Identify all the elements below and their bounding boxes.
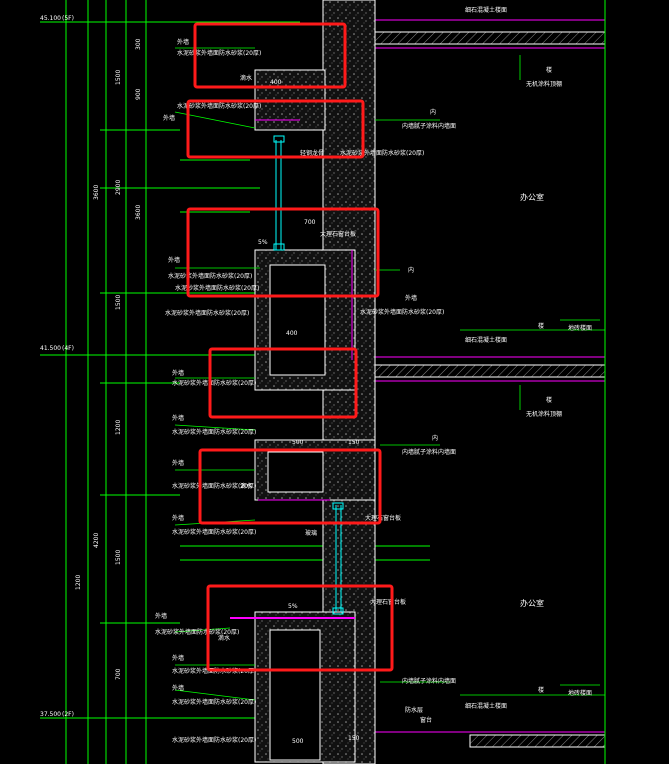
label-sill: 水泥砂浆外墙面防水砂浆(20厚) xyxy=(340,149,424,157)
dim-value: 3600 xyxy=(135,205,142,220)
label-stone-sill: 大理石窗台板 xyxy=(320,230,356,238)
dim-value: 150 xyxy=(348,735,360,742)
dim-value: 400 xyxy=(286,330,298,337)
label-stone-sill: 大理石窗台板 xyxy=(370,598,406,606)
label-ceiling: 无机涂料顶棚 xyxy=(526,80,562,88)
label-inner: 内 xyxy=(408,266,414,274)
label-outer: 外墙 xyxy=(168,256,180,264)
level-ref: (5F) xyxy=(62,15,74,22)
label-sill: 水泥砂浆外墙面防水砂浆(20厚) xyxy=(360,308,444,316)
level-markers: 45.100 (5F) 41.500 (4F) 37.500 (2F) xyxy=(40,15,74,718)
dim-value: 1200 xyxy=(75,575,82,590)
label-inner-finish: 内墙腻子涂料内墙面 xyxy=(402,677,456,685)
label-drip: 滴水 xyxy=(240,482,252,490)
level-lines xyxy=(40,21,430,719)
label-sill: 水泥砂浆外墙面防水砂浆(20厚) xyxy=(172,698,256,706)
room-label: 办公室 xyxy=(520,598,544,608)
floor-slab xyxy=(355,0,606,764)
label-membrane: 防水层 xyxy=(405,706,423,714)
dim-value: 500 xyxy=(292,738,304,745)
wall-column xyxy=(230,0,376,764)
label-outer: 外墙 xyxy=(172,514,184,522)
highlight-box xyxy=(193,22,347,89)
dim-value: 1500 xyxy=(115,550,122,565)
label-strip-window: 窗台 xyxy=(420,716,432,724)
leader-lines xyxy=(174,47,605,701)
dim-value: 900 xyxy=(135,88,142,100)
label-light-steel: 轻钢龙骨 xyxy=(300,149,324,157)
label-window: 玻璃 xyxy=(305,529,317,537)
label-outer: 外墙 xyxy=(405,294,417,302)
label-outer: 外墙 xyxy=(177,38,189,46)
dim-value: 500 xyxy=(292,439,304,446)
label-sill: 水泥砂浆外墙面防水砂浆(20厚) xyxy=(155,628,239,636)
annotations: 外墙 水泥砂浆外墙面防水砂浆(20厚) 滴水 水泥砂浆外墙面防水砂浆(20厚) … xyxy=(155,6,592,744)
label-floor: 楼 xyxy=(546,66,552,74)
label-sill: 水泥砂浆外墙面防水砂浆(20厚) xyxy=(172,428,256,436)
label-sill: 水泥砂浆外墙面防水砂浆(20厚) xyxy=(177,102,261,110)
highlight-box xyxy=(186,99,365,159)
label-fine-stone: 细石混凝土楼面 xyxy=(465,6,507,14)
dim-value: 4200 xyxy=(93,533,100,548)
dim-value: 1500 xyxy=(115,295,122,310)
dimension-lines xyxy=(65,0,147,764)
label-sill: 水泥砂浆外墙面防水砂浆(20厚) xyxy=(172,379,256,387)
label-sill: 水泥砂浆外墙面防水砂浆(20厚) xyxy=(172,528,256,536)
level-label: 45.100 xyxy=(40,15,61,22)
dim-value: 2900 xyxy=(115,180,122,195)
highlight-box xyxy=(206,584,394,672)
level-label: 37.500 xyxy=(40,711,61,718)
label-outer: 外墙 xyxy=(172,654,184,662)
level-ref: (4F) xyxy=(62,345,74,352)
highlight-box xyxy=(186,207,380,298)
label-ceiling: 无机涂料顶棚 xyxy=(526,410,562,418)
label-interior-floor: 地砖楼面 xyxy=(568,689,592,697)
highlight-box xyxy=(208,347,358,419)
label-outer: 外墙 xyxy=(172,369,184,377)
label-outer: 外墙 xyxy=(172,414,184,422)
label-sill: 水泥砂浆外墙面防水砂浆(20厚) xyxy=(172,736,256,744)
dim-value: 400 xyxy=(270,79,282,86)
label-drip: 滴水 xyxy=(218,634,230,642)
label-interior-floor: 地砖楼面 xyxy=(568,324,592,332)
label-inner: 内 xyxy=(432,434,438,442)
room-label: 办公室 xyxy=(520,192,544,202)
label-sill: 水泥砂浆外墙面防水砂浆(20厚) xyxy=(175,284,259,292)
label-outer: 外墙 xyxy=(155,612,167,620)
label-stone-sill: 大理石窗台板 xyxy=(365,514,401,522)
level-label: 41.500 xyxy=(40,345,61,352)
dim-value: 300 xyxy=(135,38,142,50)
label-sill: 水泥砂浆外墙面防水砂浆(20厚) xyxy=(165,309,249,317)
label-sill: 水泥砂浆外墙面防水砂浆(20厚) xyxy=(172,482,256,490)
label-inner-finish: 内墙腻子涂料内墙面 xyxy=(402,122,456,130)
dim-value: 1200 xyxy=(115,420,122,435)
label-fine-stone: 细石混凝土楼面 xyxy=(465,336,507,344)
label-floor: 楼 xyxy=(538,322,544,330)
label-outer: 外墙 xyxy=(172,459,184,467)
dim-value: 700 xyxy=(115,668,122,680)
level-ref: (2F) xyxy=(62,711,74,718)
label-inner-finish: 内墙腻子涂料内墙面 xyxy=(402,448,456,456)
dim-value: 1500 xyxy=(115,70,122,85)
dim-value: 150 xyxy=(348,439,360,446)
small-dimensions: 400 400 500 500 150 150 700 xyxy=(270,79,360,745)
label-sill: 水泥砂浆外墙面防水砂浆(20厚) xyxy=(168,272,252,280)
label-outer: 外墙 xyxy=(163,114,175,122)
dimension-values: 3600 4200 1200 1500 2900 1500 1200 1500 … xyxy=(75,38,142,680)
label-slope: 5% xyxy=(288,603,298,610)
label-fine-stone: 细石混凝土楼面 xyxy=(465,702,507,710)
label-outer: 外墙 xyxy=(172,684,184,692)
highlight-box xyxy=(198,448,382,525)
label-inner: 内 xyxy=(430,108,436,116)
dim-value: 700 xyxy=(304,219,316,226)
dim-value: 3600 xyxy=(93,185,100,200)
label-drip: 滴水 xyxy=(240,74,252,82)
highlight-boxes xyxy=(186,22,394,672)
label-floor: 楼 xyxy=(546,396,552,404)
label-floor: 楼 xyxy=(538,686,544,694)
label-sill: 水泥砂浆外墙面防水砂浆(20厚) xyxy=(177,49,261,57)
label-slope: 5% xyxy=(258,239,268,246)
